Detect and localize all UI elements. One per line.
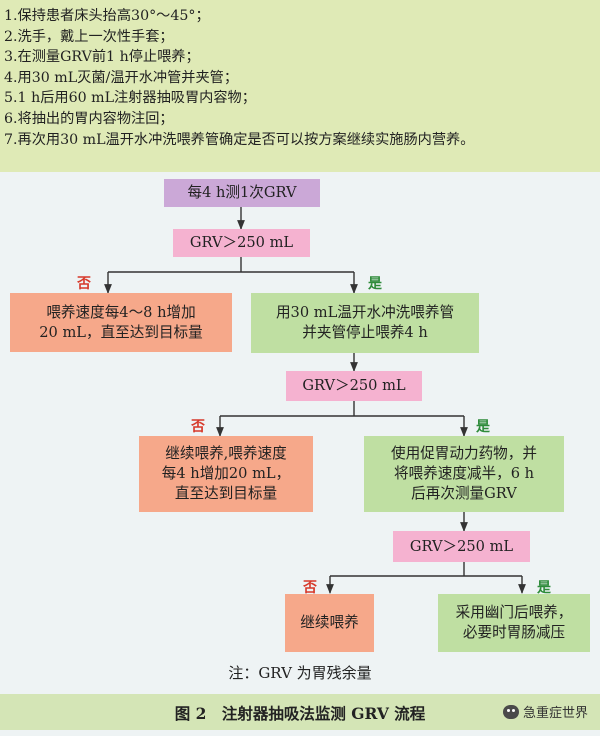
check3-box: GRV＞250 mL	[393, 531, 530, 562]
step-1: 1.保持患者床头抬高30°～45°；	[4, 8, 210, 24]
step-4: 4.用30 mL灭菌/温开水冲管并夹管；	[4, 69, 239, 86]
yes1-line2: 并夹管停止喂养4 h	[302, 324, 428, 341]
no1-line2: 20 mL，直至达到目标量	[39, 323, 203, 341]
check2-text: GRV＞250 mL	[302, 377, 406, 394]
step-7: 7.再次用30 mL温开水冲洗喂养管确定是否可以按方案继续实施肠内营养。	[4, 131, 475, 148]
yes3-line1: 采用幽门后喂养，	[455, 604, 573, 621]
check3-yes-label: 是	[537, 580, 551, 596]
check1-yes-label: 是	[368, 276, 382, 292]
watermark-text: 急重症世界	[522, 706, 588, 721]
yes2-box: 使用促胃动力药物，并 将喂养速度减半，6 h 后再次测量GRV	[364, 436, 564, 512]
figure-caption-bar: 图 2 注射器抽吸法监测 GRV 流程 急重症世界	[0, 694, 600, 730]
check3-no-label: 否	[303, 580, 317, 596]
no3-text: 继续喂养	[300, 614, 359, 631]
check3-text: GRV＞250 mL	[409, 537, 514, 555]
step-6: 6.将抽出的胃内容物注回；	[4, 110, 174, 127]
procedure-steps: 1.保持患者床头抬高30°～45°； 2.洗手，戴上一次性手套； 3.在测量GR…	[0, 0, 600, 172]
figure-caption: 图 2 注射器抽吸法监测 GRV 流程	[174, 704, 426, 723]
check1-box: GRV＞250 mL	[173, 229, 310, 257]
yes1-line1: 用30 mL温开水冲洗喂养管	[275, 304, 455, 321]
yes2-line3: 后再次测量GRV	[411, 485, 517, 502]
yes3-line2: 必要时胃肠减压	[462, 624, 566, 641]
yes3-box: 采用幽门后喂养， 必要时胃肠减压	[438, 594, 590, 652]
step-3: 3.在测量GRV前1 h停止喂养；	[4, 49, 200, 66]
footnote: 注：GRV 为胃残余量	[228, 664, 372, 682]
watermark: 急重症世界	[502, 702, 588, 721]
yes2-line2: 将喂养速度减半，6 h	[393, 465, 535, 482]
start-text: 每4 h测1次GRV	[187, 184, 297, 201]
no1-box: 喂养速度每4～8 h增加 20 mL，直至达到目标量	[10, 293, 232, 352]
check2-box: GRV＞250 mL	[286, 371, 422, 401]
check1-no-label: 否	[77, 276, 91, 292]
no1-line1: 喂养速度每4～8 h增加	[46, 303, 196, 321]
wechat-icon	[502, 704, 519, 719]
step-5: 5.1 h后用60 mL注射器抽吸胃内容物；	[4, 90, 256, 107]
check1-text: GRV＞250 mL	[189, 234, 294, 251]
check2-yes-label: 是	[476, 419, 490, 435]
no2-line1: 继续喂养,喂养速度	[165, 445, 287, 462]
no2-line3: 直至达到目标量	[174, 485, 278, 502]
yes1-box: 用30 mL温开水冲洗喂养管 并夹管停止喂养4 h	[251, 293, 479, 353]
no2-box: 继续喂养,喂养速度 每4 h增加20 mL， 直至达到目标量	[139, 436, 313, 512]
no3-box: 继续喂养	[285, 594, 374, 652]
yes2-line1: 使用促胃动力药物，并	[391, 445, 537, 462]
start-box: 每4 h测1次GRV	[164, 179, 320, 207]
no2-line2: 每4 h增加20 mL，	[161, 465, 291, 482]
check2-no-label: 否	[191, 419, 205, 435]
step-2: 2.洗手，戴上一次性手套；	[4, 28, 174, 45]
